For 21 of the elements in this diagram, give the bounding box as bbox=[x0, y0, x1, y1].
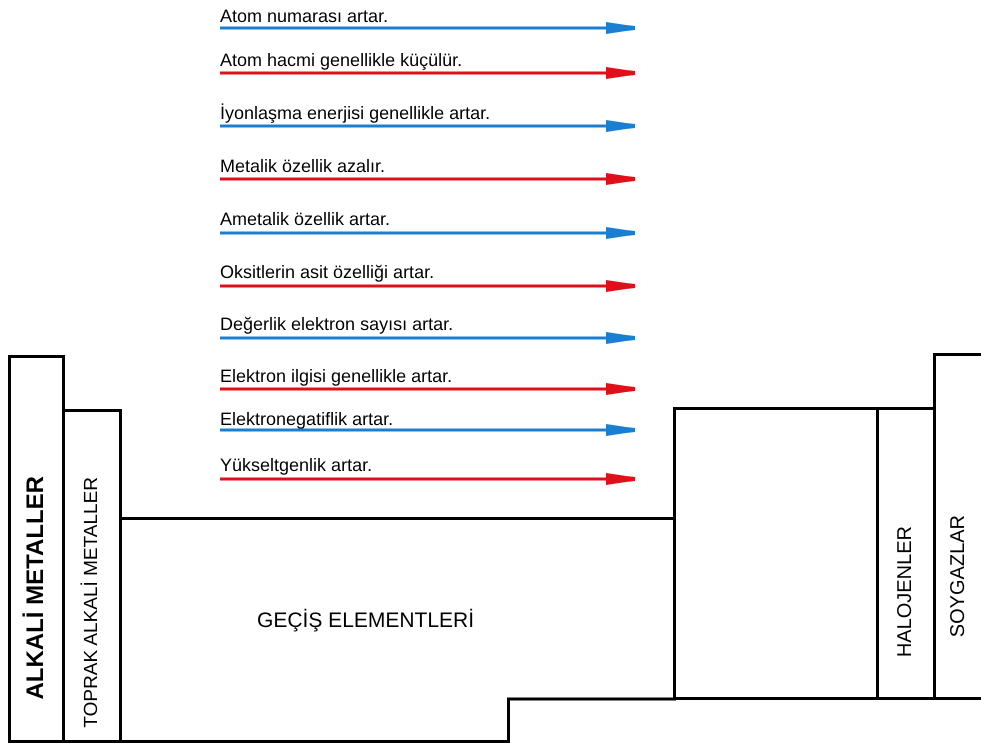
trend-label: Ametalik özellik artar. bbox=[220, 209, 390, 229]
group-box bbox=[8, 355, 65, 743]
trend-label: Yükseltgenlik artar. bbox=[220, 455, 372, 475]
trend-label: İyonlaşma enerjisi genellikle artar. bbox=[220, 103, 490, 123]
group-box bbox=[933, 353, 981, 700]
group-label: ALKALİ METALLER bbox=[22, 476, 50, 700]
trend-label: Atom numarası artar. bbox=[220, 6, 388, 26]
trend-label: Elektron ilgisi genellikle artar. bbox=[220, 366, 452, 386]
group-label: GEÇİŞ ELEMENTLERİ bbox=[257, 609, 474, 633]
group-label: SOYGAZLAR bbox=[947, 514, 970, 637]
group-box bbox=[876, 407, 936, 700]
block-box bbox=[673, 407, 879, 700]
trend-label: Oksitlerin asit özelliği artar. bbox=[220, 262, 434, 282]
trend-label: Değerlik elektron sayısı artar. bbox=[220, 314, 454, 334]
trend-label: Elektronegatiflik artar. bbox=[220, 409, 394, 429]
group-label: TOPRAK ALKALİ METALLER bbox=[80, 477, 103, 728]
trend-label: Metalik özellik azalır. bbox=[220, 156, 386, 176]
trend-label: Atom hacmi genellikle küçülür. bbox=[220, 50, 462, 70]
group-label: HALOJENLER bbox=[894, 526, 917, 657]
group-box bbox=[119, 517, 676, 743]
group-box bbox=[62, 409, 122, 743]
